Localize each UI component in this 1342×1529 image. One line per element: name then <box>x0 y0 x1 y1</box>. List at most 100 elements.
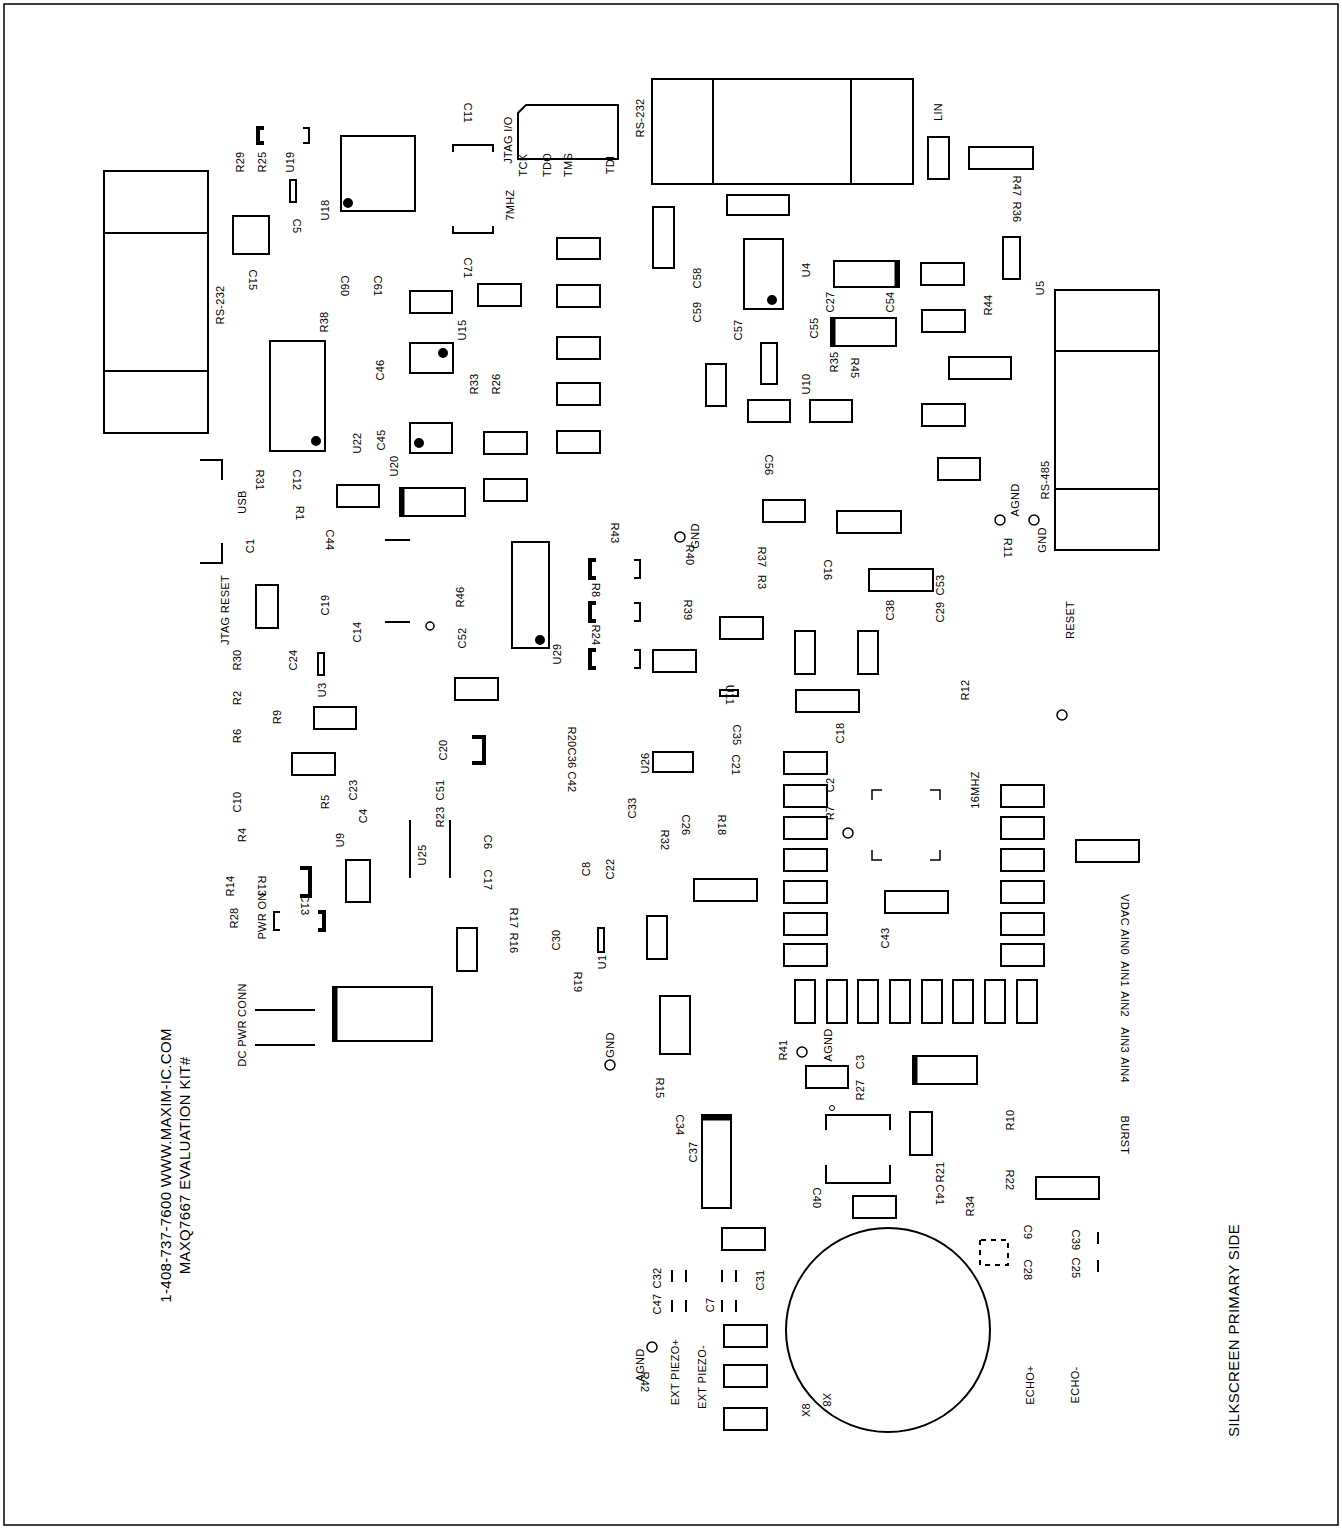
silkscreen-label: C39 <box>1070 1229 1082 1250</box>
silkscreen-label: R10 <box>1004 1109 1016 1130</box>
silkscreen-label: C45 <box>375 429 387 450</box>
silkscreen-label: X8 <box>821 1393 833 1407</box>
silkscreen-label: C60 <box>339 275 351 296</box>
silkscreen-label: C28 <box>1022 1259 1034 1280</box>
silkscreen-label: C32 <box>651 1267 663 1288</box>
silkscreen-label: AIN1 <box>1119 961 1131 987</box>
silkscreen-label: C21 <box>730 754 742 775</box>
silkscreen-label: R19 <box>572 971 584 992</box>
silkscreen-label: R36 <box>1011 201 1023 222</box>
silkscreen-label: 16MHZ <box>969 771 981 809</box>
silkscreen-label: R3 <box>756 575 768 590</box>
silkscreen-label: R44 <box>982 294 994 315</box>
silkscreen-label: R37 <box>756 546 768 567</box>
silkscreen-label: PWR ON <box>256 892 268 939</box>
silkscreen-label: R32 <box>659 829 671 850</box>
silkscreen-label: R16 <box>508 932 520 953</box>
silkscreen-label: R29 <box>234 151 246 172</box>
silkscreen-label: C55 <box>808 317 820 338</box>
silkscreen-label: C42 <box>566 771 578 792</box>
silkscreen-label: C52 <box>456 627 468 648</box>
silkscreen-label: C29 <box>934 601 946 622</box>
silkscreen-label: TMS <box>562 153 574 177</box>
silkscreen-label: R39 <box>682 599 694 620</box>
silkscreen-label: JTAG I/O <box>502 116 514 163</box>
silkscreen-label: TCK <box>517 154 529 177</box>
silkscreen-label: JTAG RESET <box>219 575 231 645</box>
silkscreen-label: VDAC <box>1119 894 1131 926</box>
silkscreen-label: C11 <box>462 103 474 123</box>
silkscreen-label: C36 <box>566 747 578 768</box>
silkscreen-label: C35 <box>731 724 743 745</box>
silkscreen-label: AGND <box>1009 484 1021 517</box>
silkscreen-label: R35 <box>828 351 840 372</box>
silkscreen-label: R8 <box>590 583 602 598</box>
sheet-caption: SILKSCREEN PRIMARY SIDE <box>1225 1223 1242 1436</box>
silkscreen-label: R41 <box>777 1039 789 1060</box>
silkscreen-label: C23 <box>347 779 359 800</box>
silkscreen-label: R1 <box>294 506 306 521</box>
silkscreen-label: C58 <box>691 267 703 288</box>
silkscreen-label: R14 <box>224 875 236 896</box>
silkscreen-label: R34 <box>964 1195 976 1216</box>
silkscreen-label: U15 <box>456 319 468 340</box>
silkscreen-label: RS-232 <box>634 98 646 137</box>
silkscreen-label: C56 <box>763 454 775 475</box>
silkscreen-label: U4 <box>800 263 812 278</box>
silkscreen-label: R22 <box>1004 1169 1016 1190</box>
silkscreen-label: AGND <box>822 1029 834 1062</box>
silkscreen-label: C7 <box>704 1298 716 1313</box>
silkscreen-label: R24 <box>590 624 602 645</box>
silkscreen-label: R45 <box>849 357 861 378</box>
silkscreen-label: R12 <box>959 679 971 700</box>
silkscreen-label: C5 <box>291 219 303 234</box>
silkscreen-label: R31 <box>254 469 266 490</box>
silkscreen-label: C6 <box>482 835 494 850</box>
silkscreen-label: R15 <box>654 1077 666 1098</box>
silkscreen-label: R18 <box>716 814 728 835</box>
silkscreen-label: 7MHZ <box>504 189 516 220</box>
silkscreen-label: C54 <box>884 291 896 312</box>
silkscreen-label: C9 <box>1022 1225 1034 1240</box>
silkscreen-label: C51 <box>434 779 446 800</box>
silkscreen-label: R28 <box>228 907 240 928</box>
silkscreen-label: R5 <box>319 795 331 810</box>
silkscreen-label: BURST <box>1119 1116 1131 1155</box>
silkscreen-label: DC PWR CONN <box>236 983 248 1066</box>
silkscreen-label: R21 <box>934 1161 946 1182</box>
silkscreen-label: R4 <box>236 828 248 843</box>
silkscreen-label: C1 <box>244 539 256 554</box>
silkscreen-label: X8 <box>800 1403 812 1417</box>
silkscreen-label: C44 <box>324 529 336 550</box>
silkscreen-label: R27 <box>854 1079 866 1100</box>
silkscreen-label: C47 <box>651 1293 663 1314</box>
silkscreen-label: ECHO- <box>1069 1367 1081 1404</box>
silkscreen-label: GND <box>1036 527 1048 552</box>
silkscreen-label: C34 <box>674 1114 686 1135</box>
silkscreen-label: C59 <box>691 301 703 322</box>
silkscreen-label: R6 <box>231 729 243 744</box>
silkscreen-label: R25 <box>256 151 268 172</box>
silkscreen-label: U3 <box>316 683 328 698</box>
silkscreen-label: U26 <box>639 752 651 773</box>
silkscreen-label: AIN4 <box>1119 1057 1131 1083</box>
silkscreen-label: R38 <box>318 311 330 332</box>
silkscreen-label: C24 <box>287 649 299 670</box>
silkscreen-label: TDO <box>541 153 553 177</box>
silkscreen-label: C30 <box>550 929 562 950</box>
silkscreen-label: GND <box>604 1032 616 1057</box>
silkscreen-label: R30 <box>231 649 243 670</box>
silkscreen-label: RS-232 <box>214 285 226 324</box>
silkscreen-label: C20 <box>437 739 449 760</box>
silkscreen-label: R43 <box>609 522 621 543</box>
silkscreen-label: R17 <box>508 907 520 928</box>
silkscreen-label: EXT PIEZO- <box>696 1345 708 1409</box>
silkscreen-label: C14 <box>351 621 363 642</box>
silkscreen-label: C38 <box>884 599 896 620</box>
silkscreen-label: C17 <box>482 869 494 890</box>
silkscreen-label: C15 <box>247 269 259 290</box>
silkscreen-label: U18 <box>319 199 331 220</box>
silkscreen-label: C27 <box>824 291 836 312</box>
silkscreen-label: U25 <box>416 844 428 865</box>
